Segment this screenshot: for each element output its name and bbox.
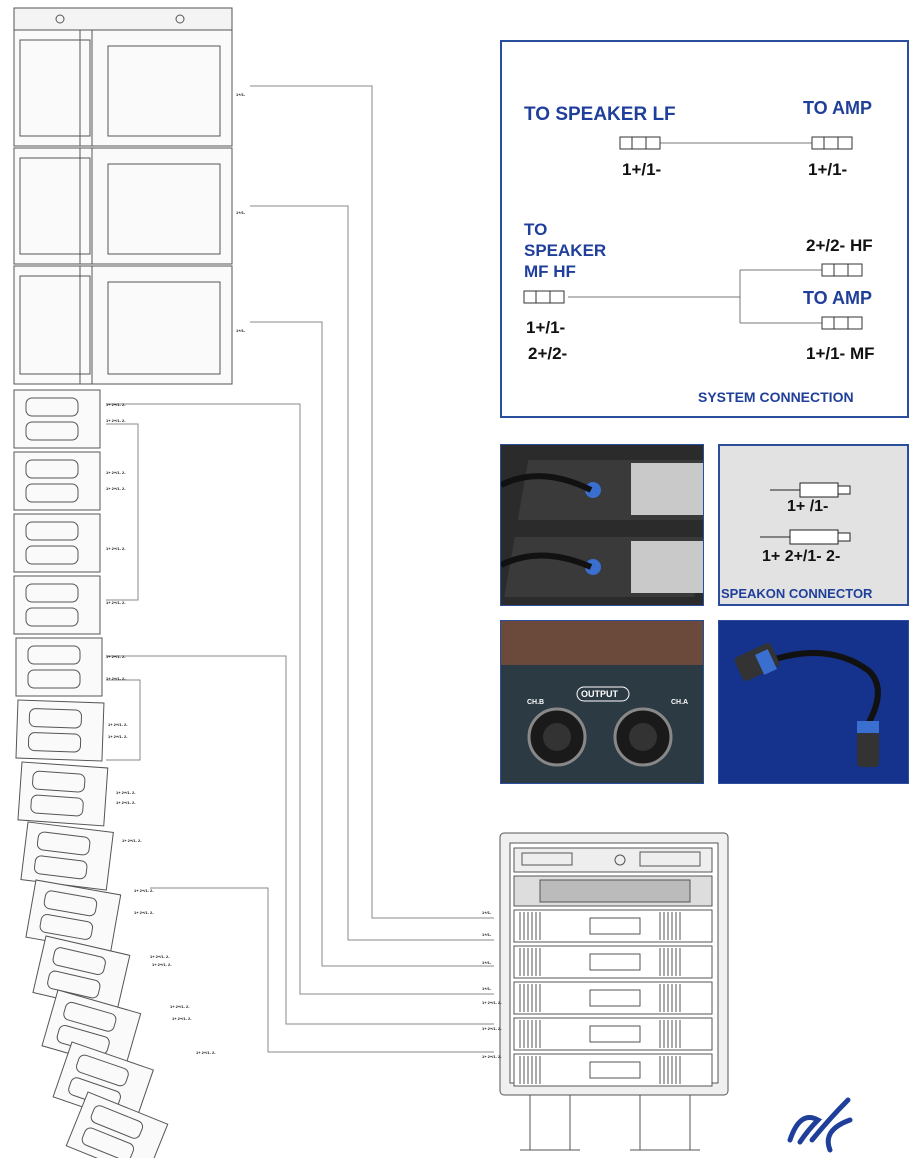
cable-tag: 1+ 2+/1- 2-: [122, 838, 142, 843]
amplifier-unit: [513, 1017, 713, 1051]
line-array-module: [13, 451, 101, 511]
cable-tag: 1+ 2+/1- 2-: [134, 910, 154, 915]
cable-tag: 1+ 2+/1- 2-: [170, 1004, 190, 1009]
cable-tag: 1+ 2+/1- 2-: [482, 1026, 502, 1031]
line-array-module: [65, 1091, 169, 1158]
amplifier-unit: [513, 1053, 713, 1087]
cable-tag: 1+/1-: [482, 986, 492, 991]
speaker-cable: [106, 679, 141, 761]
cable-tag: 1+/1-: [236, 328, 246, 333]
cable-tag: 1+ 2+/1- 2-: [106, 418, 126, 423]
line-array-module: [15, 699, 105, 762]
subwoofer-cabinet: [13, 29, 233, 147]
speaker-cable: [250, 85, 494, 919]
cable-tag: 1+/1-: [482, 960, 492, 965]
line-array-module: [13, 389, 101, 449]
cable-tag: 1+ 2+/1- 2-: [116, 790, 136, 795]
cable-tag: 1+ 2+/1- 2-: [482, 1054, 502, 1059]
to-speaker-mfhf-line2: SPEAKER: [524, 241, 607, 260]
cable-tag: 1+ 2+/1- 2-: [150, 954, 170, 959]
speakon-plug-icon: [770, 482, 851, 498]
mfhf-pin-1: 1+/1-: [526, 318, 566, 337]
amplifier-rack: [499, 832, 729, 1151]
cable-tag: 1+ 2+/1- 2-: [116, 800, 136, 805]
speakon-plug-icon: [760, 529, 851, 545]
amplifier-unit: [513, 945, 713, 979]
speakon-pin-2: 1+ 2+/1- 2-: [762, 548, 841, 565]
line-array-module: [20, 821, 114, 891]
speaker-cable: [250, 321, 494, 967]
subwoofer-cabinet: [13, 147, 233, 265]
to-amp-label-2: TO AMP: [803, 288, 873, 308]
cable-tag: 1+ 2+/1- 2-: [106, 676, 126, 681]
cable-tag: 1+ 2+/1- 2-: [134, 888, 154, 893]
speaker-cables: [106, 85, 494, 1053]
speakon-cable-photo: [718, 620, 909, 784]
line-array-module: [13, 575, 101, 635]
cable-tag: 1+ 2+/1- 2-: [196, 1050, 216, 1055]
speakon-connector-panel: [718, 444, 909, 606]
cable-tag: 1+ 2+/1- 2-: [108, 734, 128, 739]
speaker-cable: [150, 887, 494, 1053]
line-array-module: [17, 761, 109, 827]
amp-cable-photo: [500, 444, 704, 606]
line-array-module: [13, 513, 101, 573]
speakon-pin-1: 1+ /1-: [787, 498, 829, 515]
system-connection-caption: SYSTEM CONNECTION: [698, 389, 854, 405]
cable-tag: 1+ 2+/1- 2-: [106, 600, 126, 605]
lf-pin-right: 1+/1-: [808, 160, 848, 179]
hf-pin-label: 2+/2- HF: [806, 236, 873, 255]
to-amp-label-1: TO AMP: [803, 98, 873, 118]
cable-tag: 1+ 2+/1- 2-: [482, 1000, 502, 1005]
line-array-module: [41, 989, 142, 1071]
speakon-plug-icon: [523, 290, 565, 304]
cable-tag: 1+ 2+/1- 2-: [108, 722, 128, 727]
amp-output-photo: OUTPUT CH.B CH.A: [500, 620, 704, 784]
speaker-cable: [106, 403, 494, 995]
speakon-plug-icon: [821, 316, 863, 330]
system-connection-panel: [500, 40, 909, 418]
speaker-cable: [106, 423, 139, 601]
cable-tag: 1+ 2+/1- 2-: [152, 962, 172, 967]
to-speaker-mfhf-line1: TO: [524, 220, 548, 239]
subwoofer-cabinet: [13, 265, 233, 385]
line-array: [13, 389, 169, 1158]
ch-b-label: CH.B: [527, 699, 545, 706]
amplifier-unit: [513, 981, 713, 1015]
cable-tag: 1+ 2+/1- 2-: [172, 1016, 192, 1021]
to-speaker-lf-label: TO SPEAKER LF: [524, 104, 676, 125]
line-array-module: [25, 879, 122, 953]
speakon-caption: SPEAKON CONNECTOR: [721, 586, 873, 601]
speakon-plug-icon: [811, 136, 853, 150]
line-array-module: [15, 637, 103, 697]
cable-tag: 1+ 2+/1- 2-: [106, 654, 126, 659]
cable-tag: 1+/1-: [236, 210, 246, 215]
cable-tag: 1+ 2+/1- 2-: [106, 470, 126, 475]
system-connection-wires: [568, 142, 822, 324]
speaker-cable: [250, 205, 494, 941]
cable-tag: 1+ 2+/1- 2-: [106, 486, 126, 491]
cable-tag: 1+ 2+/1- 2-: [106, 546, 126, 551]
mfhf-pin-2: 2+/2-: [528, 344, 568, 363]
cable-tag: 1+/1-: [482, 910, 492, 915]
speakon-plug-icon: [821, 263, 863, 277]
speakon-plug-icon: [619, 136, 661, 150]
subwoofer-stack: [13, 7, 233, 385]
cable-tag: 1+/1-: [236, 92, 246, 97]
to-speaker-mfhf-line3: MF HF: [524, 262, 576, 281]
mf-pin-label: 1+/1- MF: [806, 344, 875, 363]
lf-pin-left: 1+/1-: [622, 160, 662, 179]
ch-a-label: CH.A: [671, 699, 689, 706]
cable-tag: 1+/1-: [482, 932, 492, 937]
output-label: OUTPUT: [581, 689, 618, 699]
speaker-cable: [106, 655, 494, 1025]
brand-logo-mark: [787, 1097, 853, 1153]
amplifier-unit: [513, 909, 713, 943]
cable-tag: 1+ 2+/1- 2-: [106, 402, 126, 407]
